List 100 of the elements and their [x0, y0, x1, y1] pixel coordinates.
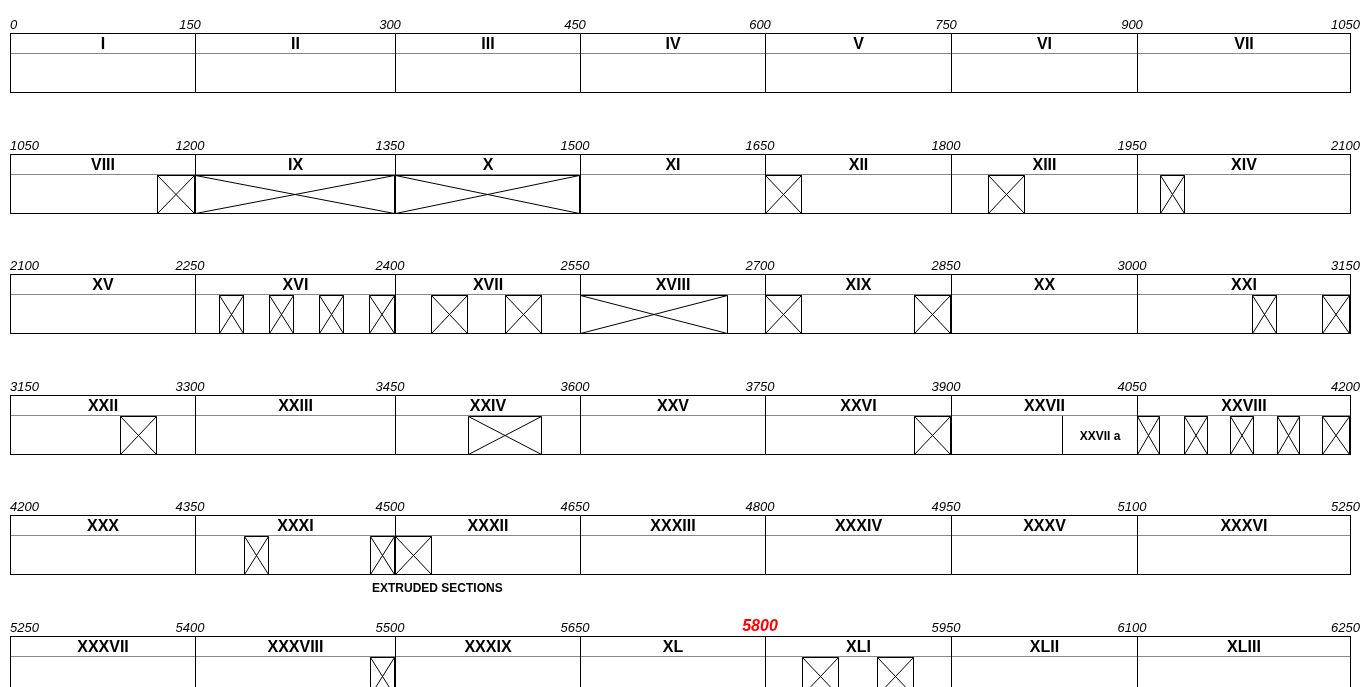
section-label: XLIII: [1227, 637, 1261, 656]
section-cell: [1137, 274, 1351, 334]
section-cell: [395, 154, 581, 214]
section-cell: [10, 274, 196, 334]
section-cell: [951, 274, 1138, 334]
scale-number: 3450: [375, 379, 405, 394]
section-label: XXVIII: [1221, 396, 1267, 415]
section-label: XII: [848, 155, 869, 174]
crossed-box: [1322, 295, 1350, 334]
crossed-box: [370, 536, 395, 575]
scale-number: 4350: [175, 499, 205, 514]
section-cell: [10, 154, 196, 214]
section-cell: [951, 515, 1138, 575]
scale-number: 5950: [931, 620, 961, 635]
section-cell: [765, 154, 952, 214]
scale-number: 5650: [560, 620, 590, 635]
section-label: XVII: [472, 275, 504, 294]
section-label: XXVI: [840, 396, 877, 415]
scale-number: 4950: [931, 499, 961, 514]
scale-number: 4200: [10, 499, 39, 514]
scale-number: 1500: [560, 138, 590, 153]
section-label: XIV: [1231, 155, 1257, 174]
section-cell: [951, 154, 1138, 214]
section-label: XXIII: [278, 396, 313, 415]
scale-number: 3000: [1117, 258, 1147, 273]
scale-number: 1050: [1331, 17, 1360, 32]
crossed-box: [914, 295, 951, 334]
section-label: I: [100, 34, 106, 53]
scale-number: 150: [179, 17, 201, 32]
section-cell: [195, 154, 396, 214]
scale-number: 2100: [1331, 138, 1360, 153]
sub-section-label: XXVII a: [1062, 416, 1137, 455]
section-cell: [10, 395, 196, 455]
section-cell: [1137, 395, 1351, 455]
section-label: XIX: [845, 275, 872, 294]
scale-number: 4050: [1117, 379, 1147, 394]
section-label: XXXII: [467, 516, 509, 535]
crossed-box: [1184, 416, 1208, 455]
section-label: XXXV: [1023, 516, 1066, 535]
section-label: XVI: [282, 275, 309, 294]
section-label: XIII: [1032, 155, 1057, 174]
section-label: XI: [665, 155, 681, 174]
scale-number: 2100: [10, 258, 39, 273]
crossed-box: [395, 536, 432, 575]
scale-number: 5250: [10, 620, 39, 635]
section-label: V: [853, 34, 864, 53]
section-label: XXI: [1231, 275, 1257, 294]
scale-number: 2700: [745, 258, 775, 273]
scale-number: 4800: [745, 499, 775, 514]
crossed-box: [1230, 416, 1254, 455]
crossed-box: [468, 416, 542, 455]
crossed-box: [1160, 175, 1185, 214]
section-label: XXXI: [277, 516, 314, 535]
section-cell: [195, 636, 396, 687]
section-cell: [10, 636, 196, 687]
scale-number: 3300: [175, 379, 205, 394]
crossed-box: [319, 295, 344, 334]
scale-number: 2250: [175, 258, 205, 273]
crossed-box: [1277, 416, 1300, 455]
scale-number: 5250: [1331, 499, 1360, 514]
section-cell: [951, 395, 1138, 455]
section-cell: [765, 33, 952, 93]
crossed-box: [877, 657, 914, 687]
section-label: XV: [92, 275, 114, 294]
crossed-box: [370, 657, 395, 687]
scale-number: 450: [564, 17, 586, 32]
crossed-box: [219, 295, 244, 334]
section-cell: [1137, 515, 1351, 575]
scale-number: 2850: [931, 258, 961, 273]
section-cell: [951, 33, 1138, 93]
section-cell: [395, 274, 581, 334]
scale-number: 3750: [745, 379, 775, 394]
scale-number: 1200: [175, 138, 205, 153]
section-cell: [1137, 636, 1351, 687]
section-cell: [1137, 33, 1351, 93]
crossed-box: [244, 536, 269, 575]
section-label: XXXIII: [650, 516, 696, 535]
section-cell: [580, 395, 766, 455]
scale-number: 900: [1121, 17, 1143, 32]
scale-number: 750: [935, 17, 957, 32]
section-label: XXXIX: [464, 637, 512, 656]
crossed-box: [1252, 295, 1277, 334]
crossed-box: [157, 175, 195, 214]
scale-number: 3900: [931, 379, 961, 394]
section-cell: [195, 395, 396, 455]
scale-number: 5500: [375, 620, 405, 635]
scale-number: 300: [379, 17, 401, 32]
scale-number: 4650: [560, 499, 590, 514]
section-label: XXIV: [469, 396, 507, 415]
section-cell: [195, 274, 396, 334]
scale-number: 4200: [1331, 379, 1360, 394]
section-label: XXV: [657, 396, 689, 415]
section-cell: [765, 636, 952, 687]
section-cell: [580, 515, 766, 575]
section-label: IV: [665, 34, 681, 53]
crossed-box: [395, 175, 580, 214]
section-cell: [395, 395, 581, 455]
scale-number: 600: [749, 17, 771, 32]
scale-number: 1800: [931, 138, 961, 153]
crossed-box: [580, 295, 728, 334]
